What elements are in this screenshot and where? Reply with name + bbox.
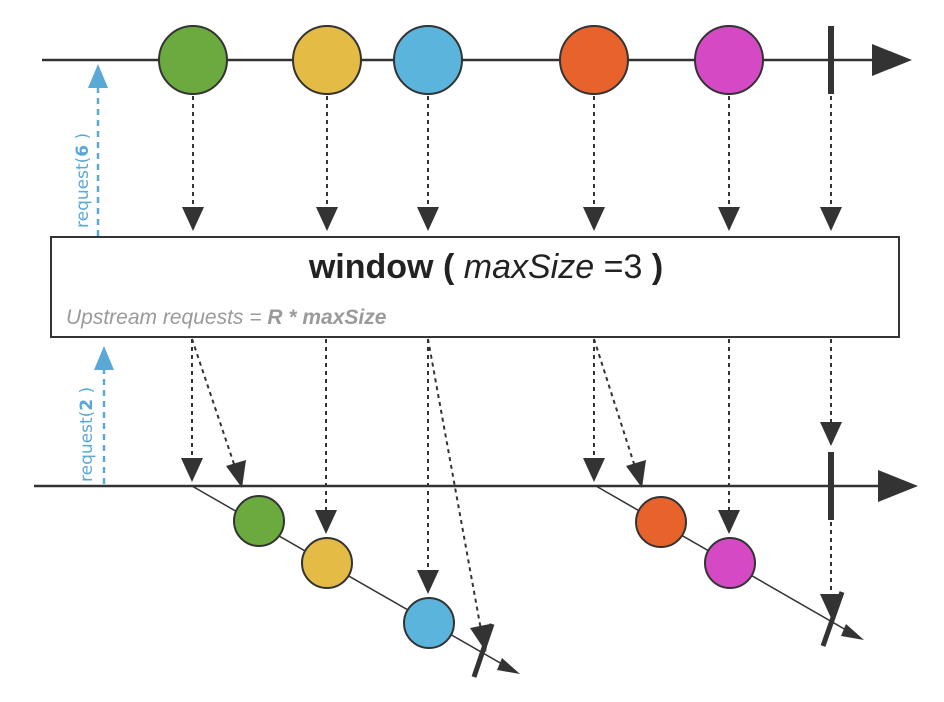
marble-blue: [403, 597, 455, 649]
marble-orange: [635, 496, 687, 548]
operator-title: window ( maxSize =3 ): [308, 248, 663, 286]
operator-note: Upstream requests = R * maxSize: [66, 306, 387, 329]
output-arrowheads: [181, 422, 842, 652]
upstream-marbles: [158, 25, 764, 95]
marble-blue: [393, 25, 463, 95]
marble-magenta: [704, 537, 756, 589]
input-arrowheads: [182, 207, 842, 231]
request-upstream-label: request(6 ): [73, 133, 93, 228]
window-completion-marker: [471, 623, 495, 678]
marble-magenta: [694, 25, 764, 95]
window-completion-marker: [820, 591, 845, 647]
timeline-arrowhead: [872, 44, 912, 76]
timeline-arrowhead: [878, 470, 918, 502]
operator-box: window ( maxSize =3 ) Upstream requests …: [50, 236, 900, 338]
downstream-timeline: [34, 452, 918, 520]
request-downstream-label: request(2 ): [77, 387, 97, 482]
marble-green: [233, 495, 285, 547]
request-upstream-arrow: [88, 64, 108, 236]
output-arrows: [191, 338, 832, 631]
input-arrows: [192, 96, 832, 208]
marble-green: [158, 25, 228, 95]
marble-yellow: [292, 25, 362, 95]
marble-orange: [559, 25, 629, 95]
window-1: [191, 485, 520, 678]
marble-yellow: [301, 537, 353, 589]
request-downstream-arrow: [94, 346, 114, 484]
window-2: [595, 485, 864, 647]
